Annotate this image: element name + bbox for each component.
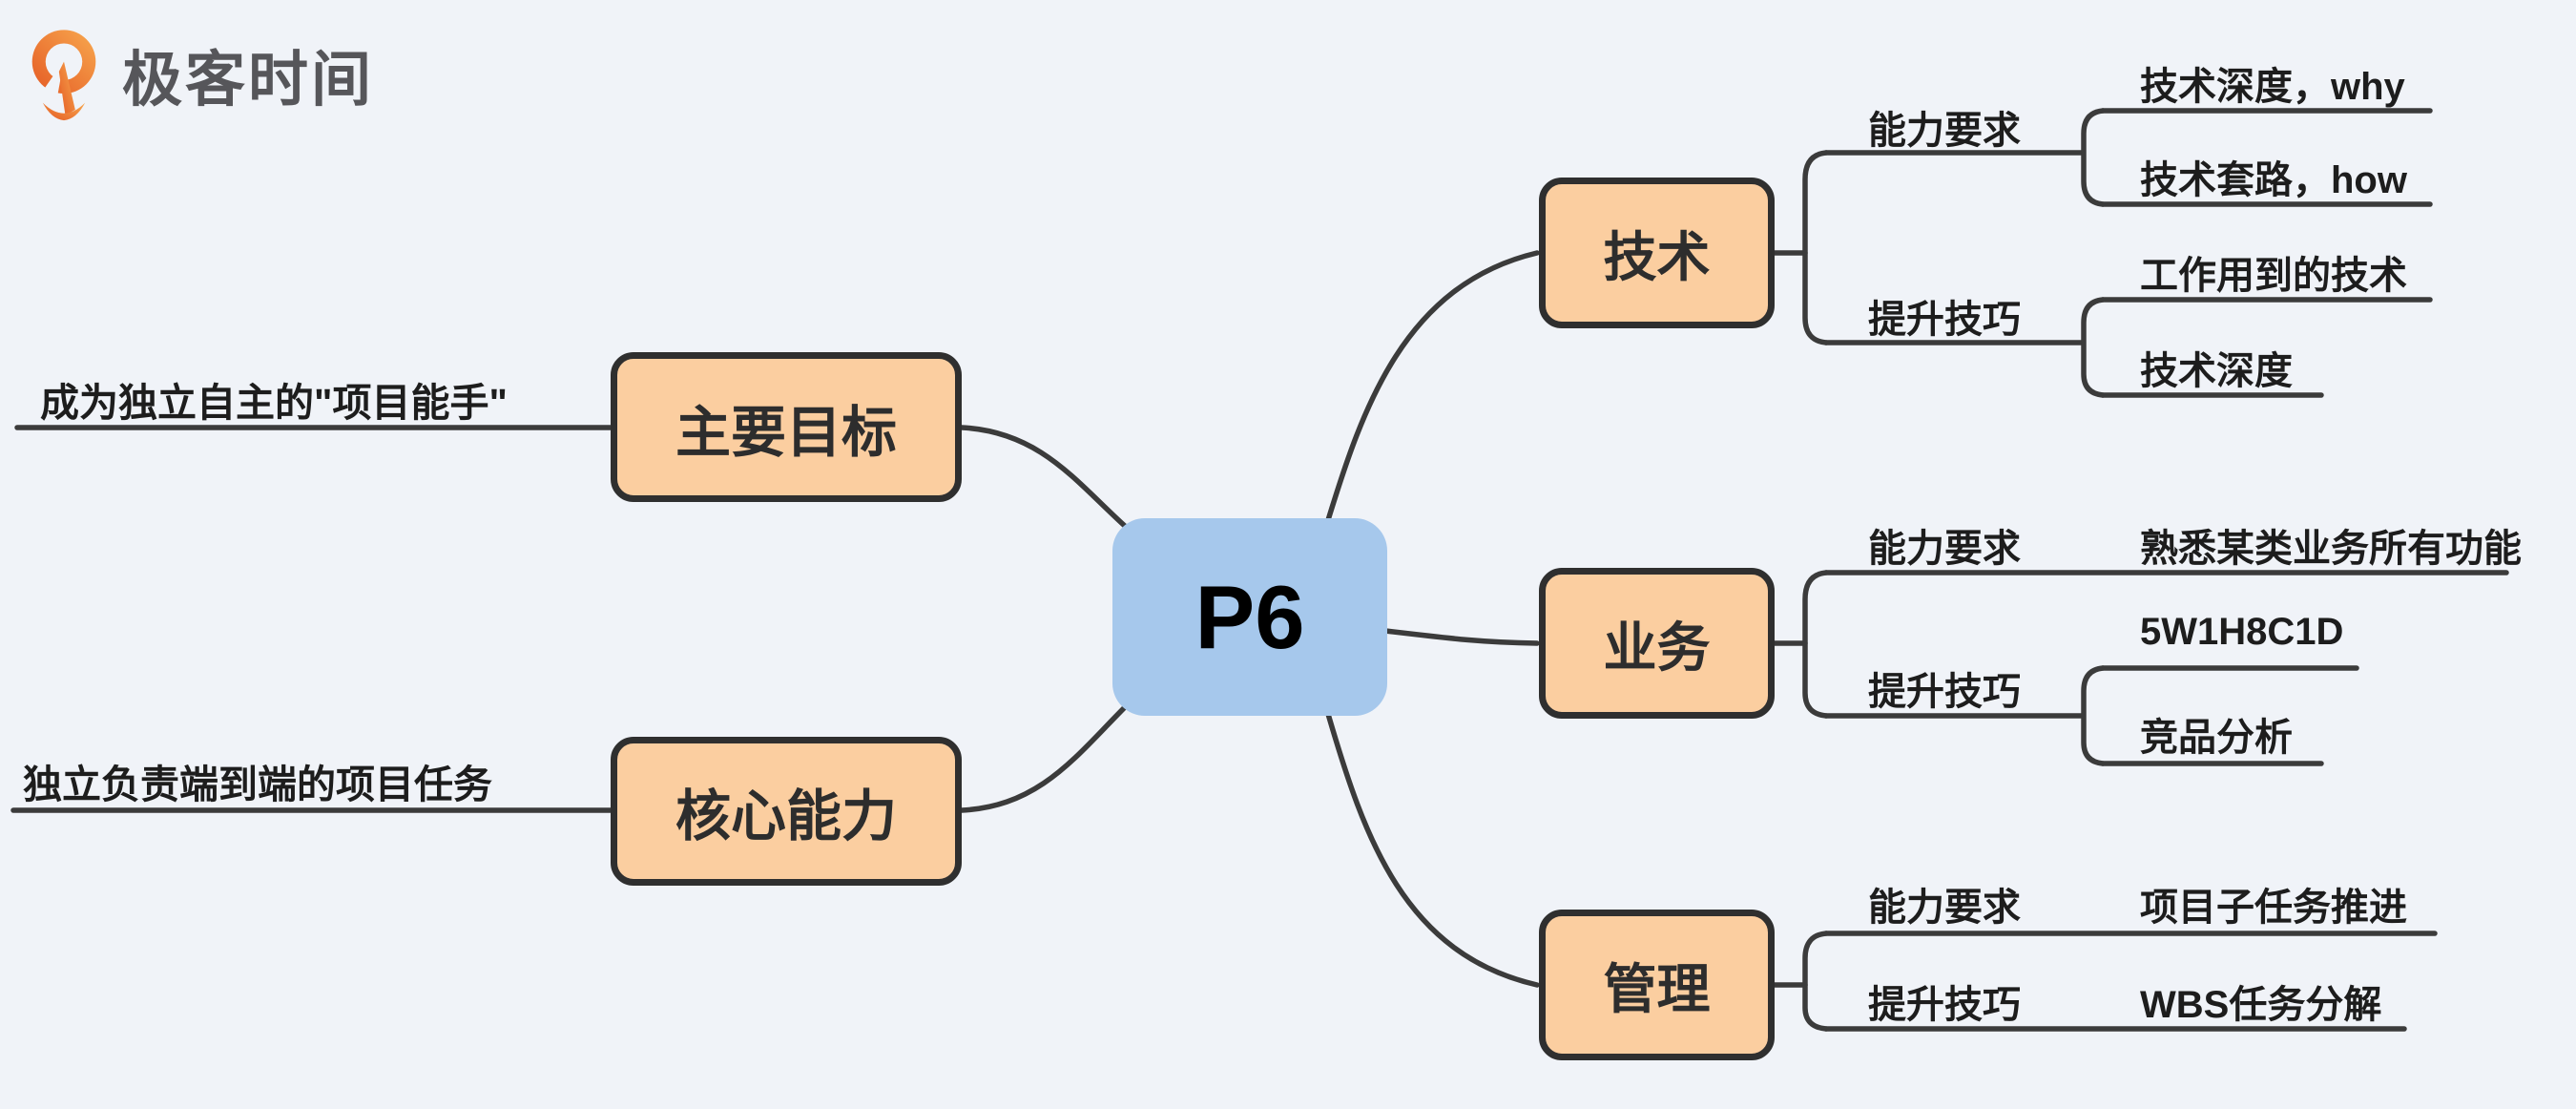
node-biz-req-label[interactable]: 能力要求	[1868, 528, 2021, 570]
node-tech-skill-item2[interactable]: 技术深度	[2140, 350, 2293, 392]
node-mgmt-req-label[interactable]: 能力要求	[1868, 887, 2021, 929]
node-main-goal[interactable]: 主要目标	[611, 352, 962, 502]
node-tech-skill-item1[interactable]: 工作用到的技术	[2140, 255, 2407, 297]
edge-root-business	[1382, 628, 1540, 646]
edge-root-tech	[1325, 250, 1540, 523]
node-biz-skill-item2[interactable]: 竞品分析	[2140, 717, 2293, 759]
node-mgmt-skill-label[interactable]: 提升技巧	[1868, 984, 2021, 1026]
edge-root-main-goal	[959, 425, 1129, 530]
node-core-ability-note[interactable]: 独立负责端到端的项目任务	[23, 763, 492, 806]
node-mgmt-req-item1[interactable]: 项目子任务推进	[2140, 887, 2407, 929]
edge-biz-skill-bracket	[2081, 665, 2106, 766]
node-management[interactable]: 管理	[1539, 910, 1775, 1060]
node-biz-skill-label[interactable]: 提升技巧	[1868, 671, 2021, 713]
edge-tech-bracket	[1802, 150, 1829, 345]
node-root[interactable]: P6	[1112, 518, 1387, 716]
edge-root-core-ability	[959, 703, 1129, 813]
node-main-goal-note[interactable]: 成为独立自主的"项目能手"	[40, 381, 508, 425]
edge-tech-skill-bracket	[2081, 297, 2106, 398]
node-biz-skill-item1[interactable]: 5W1H8C1D	[2140, 611, 2344, 653]
node-business[interactable]: 业务	[1539, 568, 1775, 719]
logo-wordmark: 极客时间	[122, 46, 374, 114]
node-tech-req-item1[interactable]: 技术深度，why	[2140, 66, 2405, 108]
edge-root-management	[1325, 711, 1540, 988]
geektime-logo: 极客时间	[29, 25, 374, 124]
node-biz-req-item1[interactable]: 熟悉某类业务所有功能	[2140, 528, 2522, 570]
node-tech-req-label[interactable]: 能力要求	[1868, 110, 2021, 152]
edge-mgmt-bracket	[1802, 931, 1829, 1032]
node-core-ability[interactable]: 核心能力	[611, 737, 962, 886]
edge-tech-req-bracket	[2081, 108, 2106, 207]
node-tech-skill-label[interactable]: 提升技巧	[1868, 299, 2021, 341]
node-tech[interactable]: 技术	[1539, 178, 1775, 328]
node-tech-req-item2[interactable]: 技术套路，how	[2140, 159, 2407, 201]
geektime-logo-icon	[31, 30, 96, 121]
node-mgmt-skill-item1[interactable]: WBS任务分解	[2140, 984, 2382, 1026]
edge-biz-bracket	[1802, 570, 1829, 719]
